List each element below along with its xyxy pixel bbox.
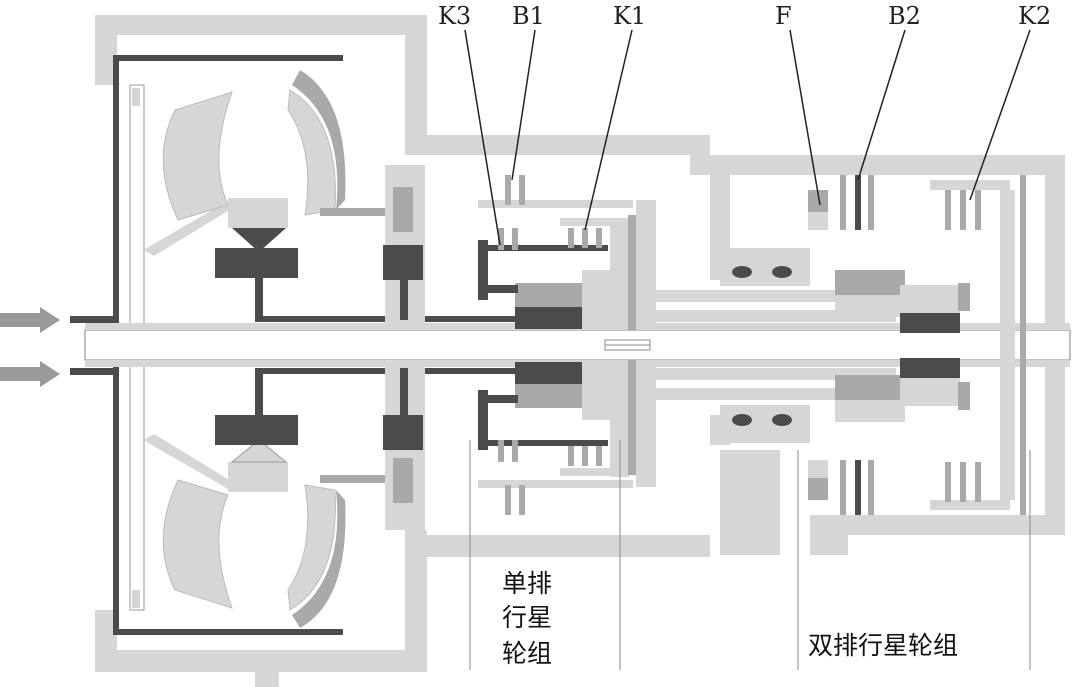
housing (95, 15, 1065, 687)
double-planetary-set (636, 170, 1026, 555)
caption-single-line3: 轮组 (502, 639, 552, 668)
label-k3: K3 (438, 2, 471, 30)
section-dividers (469, 440, 1031, 670)
label-b1: B1 (512, 2, 545, 30)
upper-input-arrow (0, 307, 60, 333)
caption-double: 双排行星轮组 (808, 631, 958, 660)
lower-input-arrow (0, 361, 60, 387)
label-k1: K1 (613, 2, 646, 30)
label-k2: K2 (1018, 2, 1051, 30)
label-b2: B2 (888, 2, 921, 30)
caption-single-line1: 单排 (502, 569, 552, 598)
caption-single-line2: 行星 (502, 603, 552, 632)
leader-lines (464, 29, 1031, 246)
label-f: F (775, 2, 792, 30)
single-planetary-set (478, 175, 636, 515)
